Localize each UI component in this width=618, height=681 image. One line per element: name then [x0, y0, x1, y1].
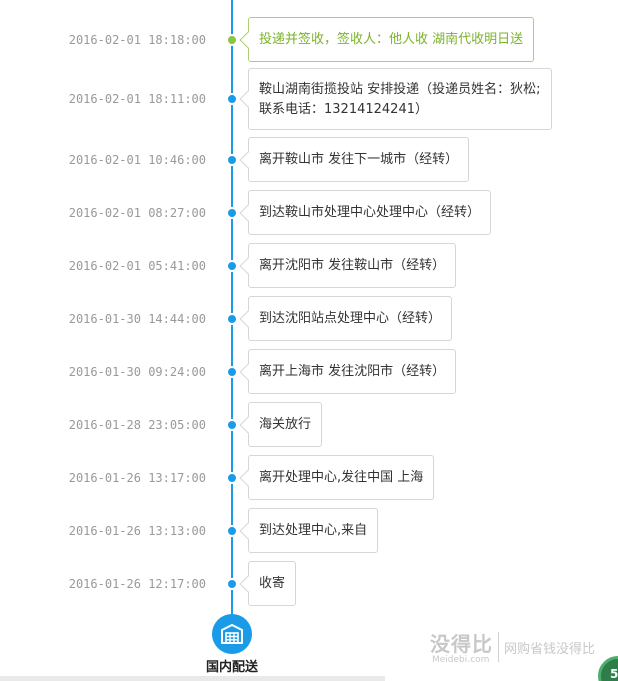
bubble-pointer	[239, 90, 257, 108]
event-text-line: 离开处理中心,发往中国 上海	[259, 470, 424, 485]
event-description: 到达鞍山市处理中心处理中心（经转）	[239, 190, 492, 235]
event-time: 2016-02-01 08:27:00	[68, 205, 206, 220]
event-text-line: 到达沈阳站点处理中心（经转）	[259, 311, 442, 326]
bubble-pointer	[239, 416, 257, 433]
bottom-strip	[0, 676, 385, 681]
event-description: 离开上海市 发往沈阳市（经转）	[239, 349, 457, 394]
bubble-pointer	[239, 257, 257, 274]
watermark-site: Meidebi.com	[432, 655, 490, 665]
event-time: 2016-02-01 18:11:00	[68, 92, 206, 106]
latest-status-dot	[226, 33, 238, 46]
event-time: 2016-02-01 05:41:00	[68, 258, 206, 273]
event-description: 海关放行	[239, 402, 323, 447]
event-text-line: 离开上海市 发往沈阳市（经转）	[259, 364, 446, 379]
status-dot	[226, 471, 238, 484]
bubble-pointer	[239, 310, 257, 327]
event-time: 2016-01-26 13:17:00	[68, 470, 206, 485]
event-description: 收寄	[239, 561, 297, 606]
bubble-pointer	[239, 31, 257, 48]
event-time: 2016-01-30 09:24:00	[68, 364, 206, 379]
bubble-pointer	[239, 522, 257, 539]
watermark-divider	[498, 632, 499, 662]
event-time: 2016-01-30 14:44:00	[68, 311, 206, 326]
status-dot	[226, 259, 238, 272]
status-dot	[226, 206, 238, 219]
bubble-pointer	[239, 363, 257, 380]
event-time: 2016-02-01 18:18:00	[68, 32, 206, 47]
event-description: 离开鞍山市 发往下一城市（经转）	[239, 137, 470, 182]
watermark-slogan: 网购省钱没得比	[504, 642, 596, 657]
watermark-logo: 没得比	[430, 632, 493, 656]
event-time: 2016-02-01 10:46:00	[68, 152, 206, 167]
event-description: 到达处理中心,来自	[239, 508, 379, 553]
event-text-line: 投递并签收，签收人：他人收 湖南代收明日送	[259, 32, 524, 47]
event-text-line: 离开沈阳市 发往鞍山市（经转）	[259, 258, 446, 273]
event-text-line: 收寄	[259, 576, 286, 591]
event-text-line: 到达处理中心,来自	[259, 523, 368, 538]
bubble-pointer	[239, 204, 257, 221]
status-dot	[226, 524, 238, 537]
bubble-pointer	[239, 151, 257, 168]
stage-label: 国内配送	[205, 660, 258, 675]
event-description: 到达沈阳站点处理中心（经转）	[239, 296, 453, 341]
bubble-pointer	[239, 469, 257, 486]
event-time: 2016-01-26 12:17:00	[68, 576, 206, 591]
event-text-line: 鞍山湖南街揽投站 安排投递（投递员姓名：狄松;	[259, 82, 541, 97]
warehouse-icon	[212, 614, 252, 654]
event-description: 离开处理中心,发往中国 上海	[239, 455, 435, 500]
event-description: 投递并签收，签收人：他人收 湖南代收明日送	[239, 17, 535, 62]
event-time: 2016-01-26 13:13:00	[68, 523, 206, 538]
event-description: 离开沈阳市 发往鞍山市（经转）	[239, 243, 457, 288]
event-text-line: 到达鞍山市处理中心处理中心（经转）	[259, 205, 481, 220]
event-time: 2016-01-28 23:05:00	[68, 417, 206, 432]
corner-badge-text: 5	[610, 667, 618, 681]
status-dot	[226, 93, 238, 105]
status-dot	[226, 577, 238, 590]
event-text-line: 离开鞍山市 发往下一城市（经转）	[259, 152, 459, 167]
status-dot	[226, 153, 238, 166]
status-dot	[226, 312, 238, 325]
event-text-line: 联系电话：13214124241）	[259, 102, 428, 117]
bubble-pointer	[239, 575, 257, 592]
event-text-line: 海关放行	[259, 417, 312, 432]
corner-badge[interactable]: 5	[598, 656, 618, 681]
event-description: 鞍山湖南街揽投站 安排投递（投递员姓名：狄松; 联系电话：13214124241）	[239, 68, 552, 130]
status-dot	[226, 418, 238, 431]
status-dot	[226, 365, 238, 378]
watermark: 没得比 Meidebi.com 网购省钱没得比	[430, 628, 600, 666]
